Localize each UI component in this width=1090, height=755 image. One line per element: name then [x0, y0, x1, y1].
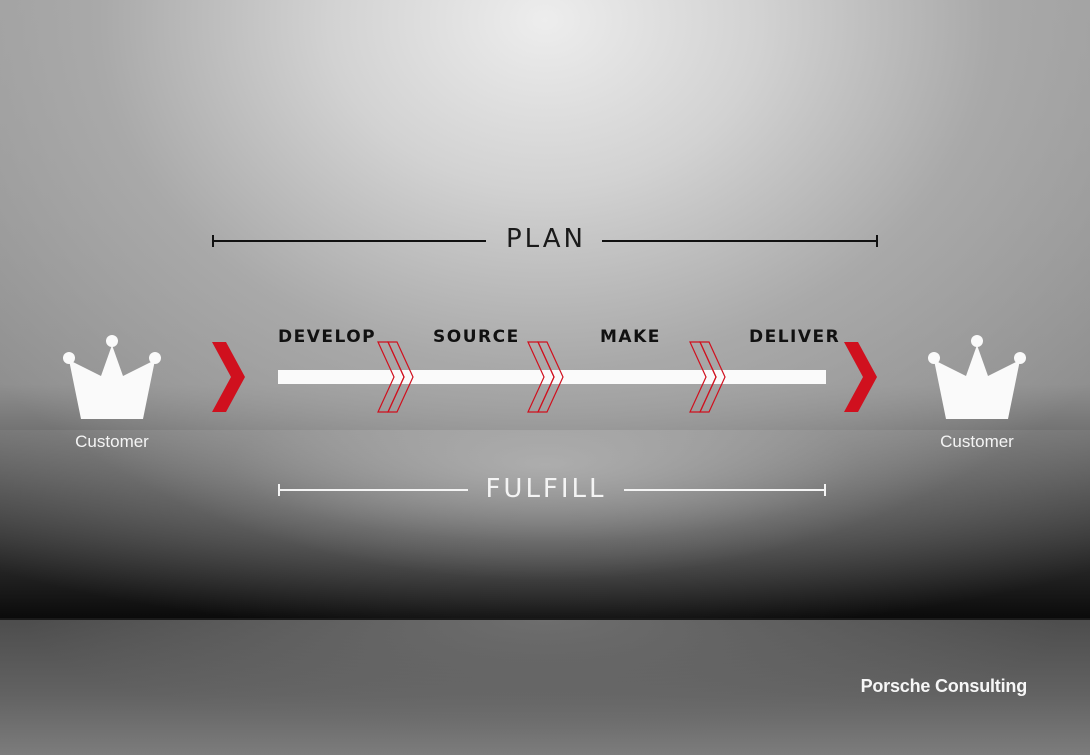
fulfill-label: FULFILL	[485, 474, 607, 504]
chevron-right-icon	[212, 342, 245, 412]
double-chevron-outline-icon	[527, 341, 564, 413]
plan-bracket-left-line	[212, 240, 486, 242]
crown-icon	[928, 335, 1026, 419]
step-make-label: MAKE	[600, 327, 661, 347]
plan-bracket-right-line	[602, 240, 878, 242]
fulfill-bracket-right-tick	[824, 484, 826, 496]
process-bar	[278, 370, 826, 384]
plan-label: PLAN	[506, 224, 586, 254]
plan-bracket-right-tick	[876, 235, 878, 247]
fulfill-bracket	[278, 484, 826, 496]
chevron-right-icon	[844, 342, 877, 412]
fulfill-bracket-right-line	[624, 489, 826, 491]
plan-bracket	[212, 235, 878, 247]
background-floor	[0, 620, 1090, 755]
step-source-label: SOURCE	[433, 327, 520, 347]
step-deliver-label: DELIVER	[749, 327, 841, 347]
brand-logo-text: Porsche Consulting	[860, 676, 1028, 696]
double-chevron-outline-icon	[689, 341, 726, 413]
step-develop-label: DEVELOP	[278, 327, 377, 347]
double-chevron-outline-icon	[377, 341, 414, 413]
customer-right-label: Customer	[940, 432, 1014, 451]
crown-icon	[63, 335, 161, 419]
fulfill-bracket-left-line	[278, 489, 468, 491]
customer-left-label: Customer	[75, 432, 149, 451]
background-glow	[0, 430, 1090, 620]
horizon-line	[0, 618, 1090, 620]
